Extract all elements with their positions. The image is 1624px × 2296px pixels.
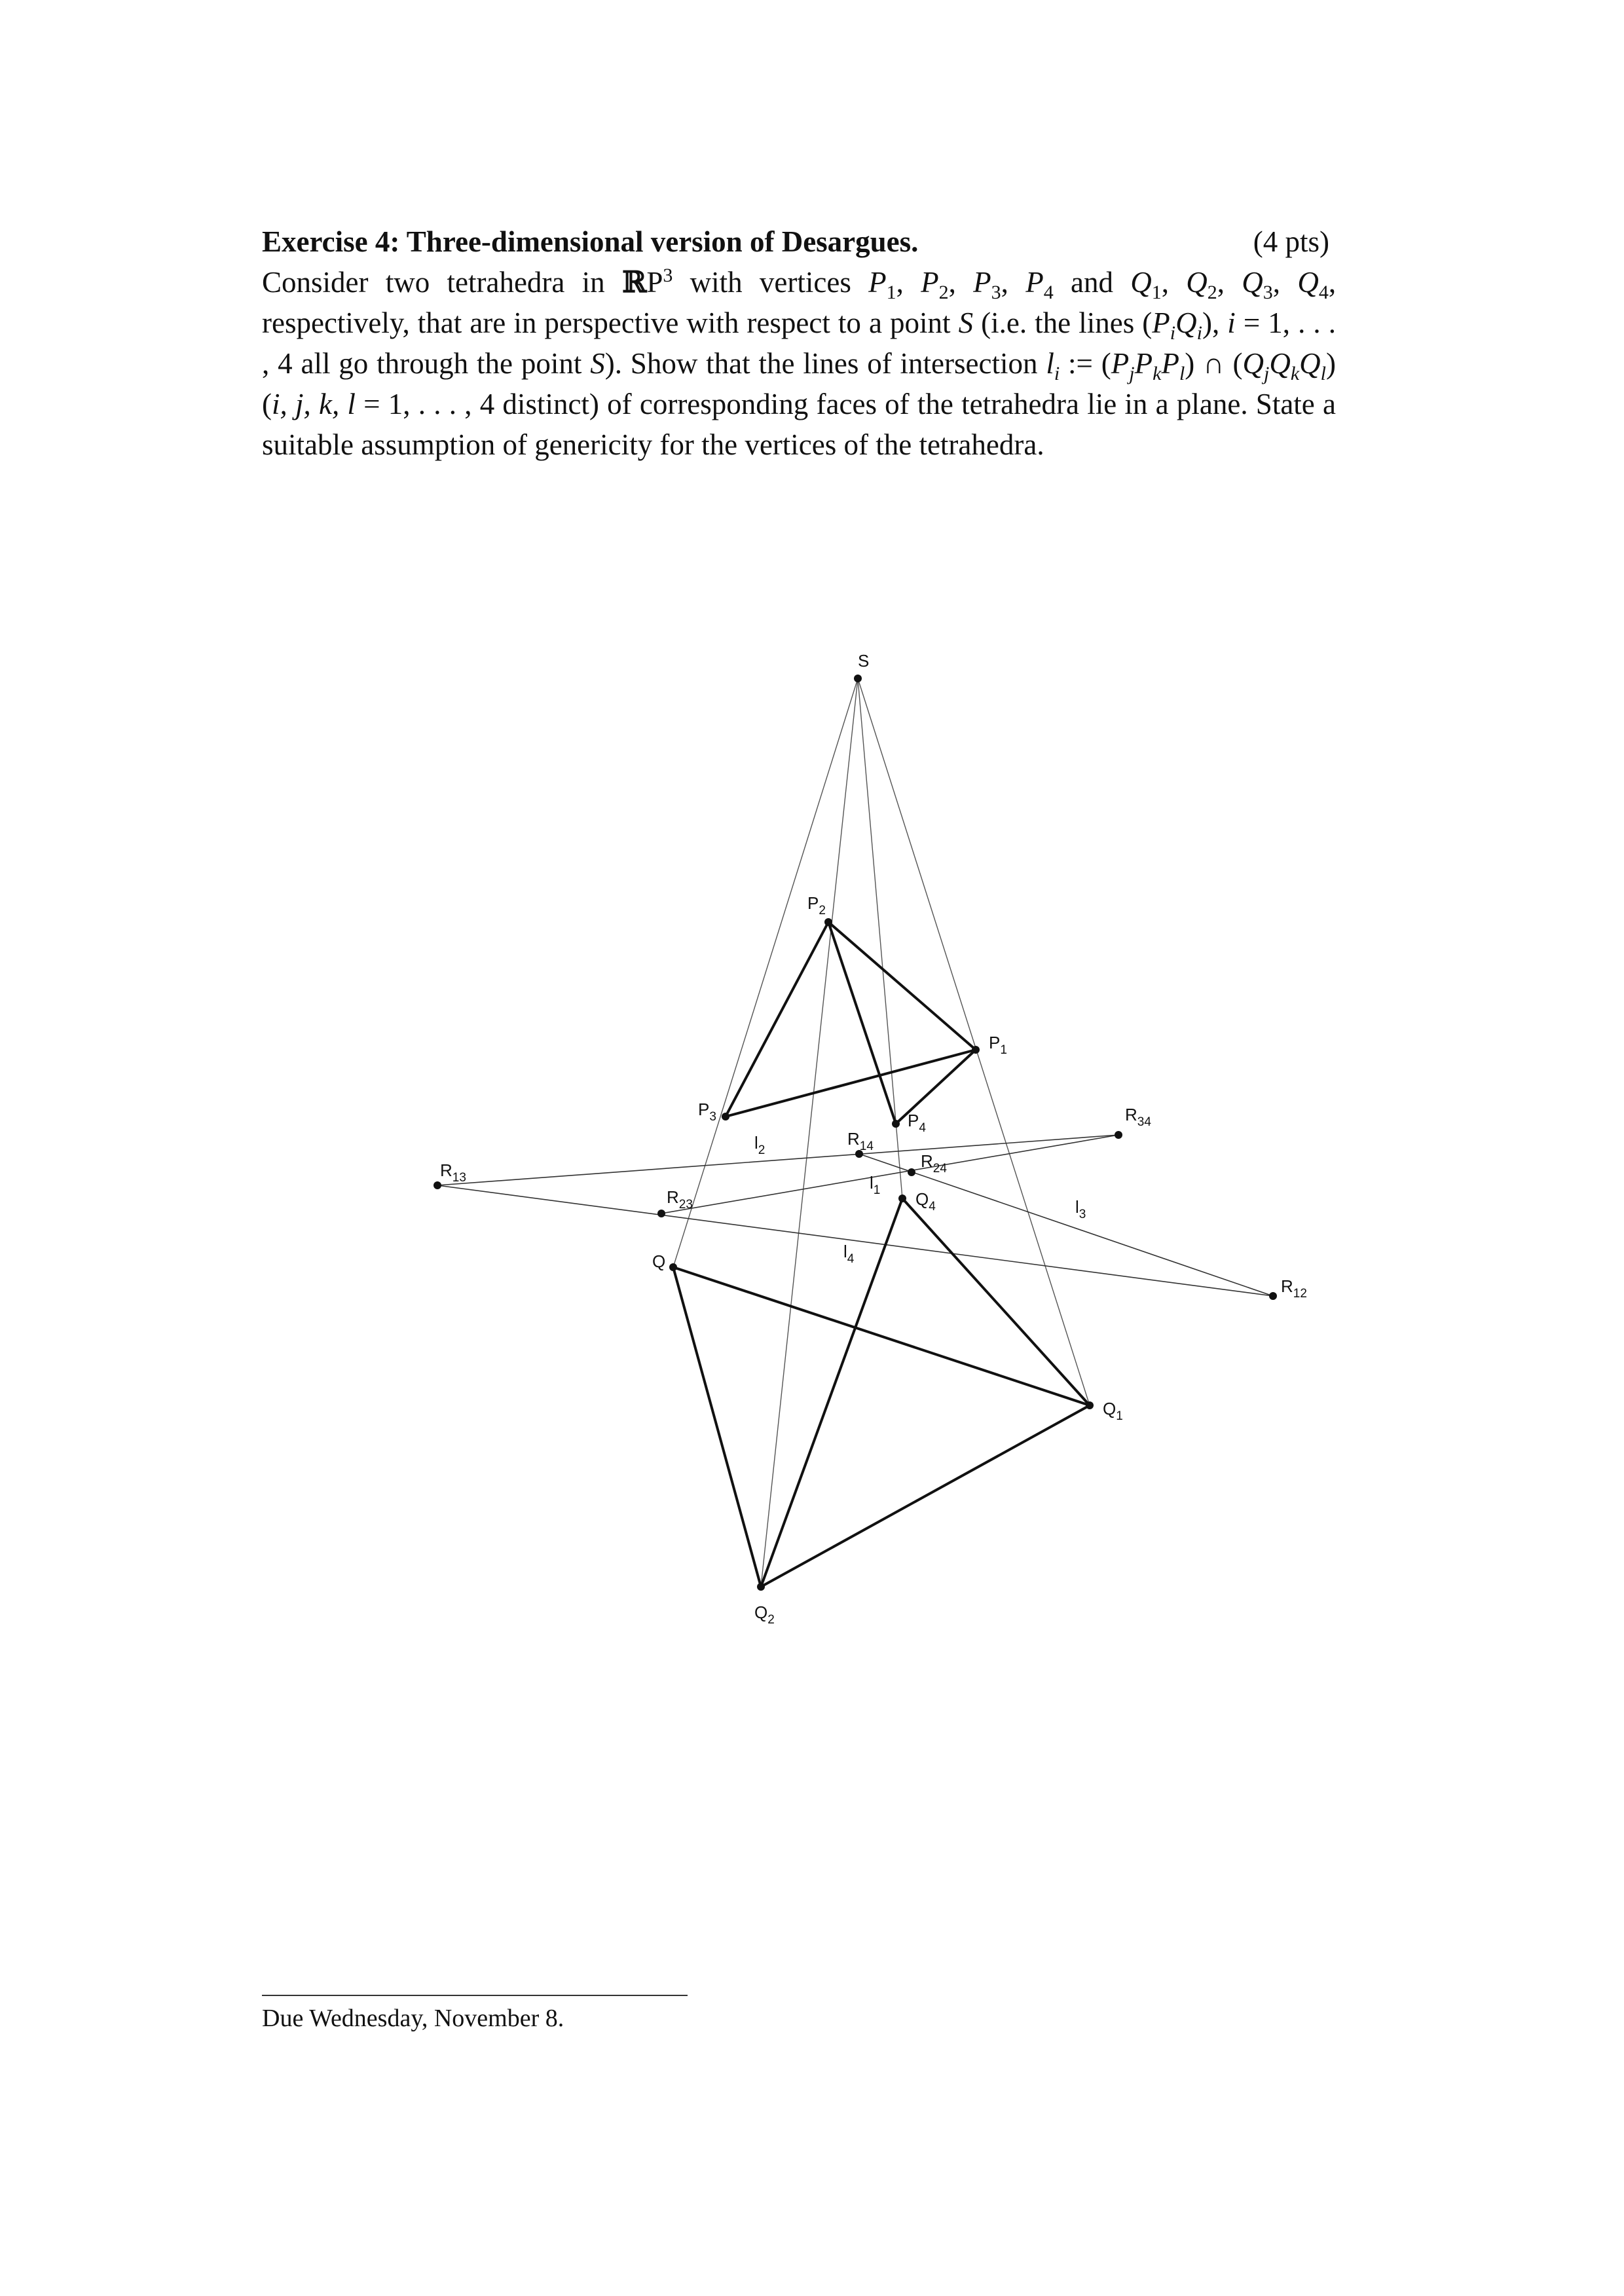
edge-q1-q4 [901, 1197, 1091, 1407]
exercise-statement: Consider two tetrahedra in ℝP3 with vert… [262, 265, 1337, 461]
edge-p2-p4 [827, 921, 897, 1125]
edge-q1-q3 [672, 1266, 1091, 1407]
vertex-point-r12 [1269, 1292, 1277, 1300]
exercise-heading: Exercise 4: Three-dimensional version of… [262, 221, 1336, 262]
due-date-footnote: Due Wednesday, November 8. [262, 2005, 564, 2032]
tetrahedron-p [724, 921, 977, 1125]
projection-line-q4 [857, 678, 903, 1199]
intersection-line-r23-r34 [661, 1134, 1119, 1214]
vertex-label-s: S [858, 651, 869, 671]
vertex-point-r13 [434, 1181, 441, 1189]
vertex-point-r34 [1115, 1131, 1122, 1139]
projection-line-q1 [857, 678, 1090, 1406]
vertex-label-q3: Q [652, 1251, 665, 1271]
edge-q2-q3 [672, 1266, 762, 1588]
vertex-label-p2: P2 [807, 893, 826, 917]
vertex-point-q3 [669, 1263, 677, 1271]
vertex-point-r23 [657, 1210, 665, 1217]
footnote-rule [262, 1995, 688, 1996]
line-label-l2: l2 [754, 1133, 765, 1157]
tetrahedron-q [672, 1197, 1091, 1588]
vertex-point-q2 [757, 1583, 765, 1591]
projection-line-q2 [760, 678, 858, 1587]
edge-p2-p3 [724, 921, 830, 1118]
edge-q1-q2 [760, 1404, 1091, 1588]
intersection-line-r13-r12 [437, 1185, 1274, 1297]
exercise-points: (4 pts) [1253, 225, 1329, 258]
vertex-label-p4: P4 [908, 1111, 926, 1135]
vertex-point-r14 [855, 1150, 863, 1158]
vertex-label-q1: Q1 [1103, 1399, 1123, 1423]
edge-p1-p4 [895, 1048, 977, 1125]
intersection-lines [437, 1134, 1274, 1297]
exercise-title: Exercise 4: Three-dimensional version of… [262, 225, 919, 258]
vertex-label-r24: R24 [921, 1151, 947, 1176]
intersection-line-r14-r12 [858, 1153, 1274, 1297]
vertex-point-p4 [892, 1120, 900, 1128]
line-label-l4: l4 [843, 1242, 855, 1266]
vertex-label-q4: Q4 [915, 1189, 936, 1213]
vertex-point-q4 [898, 1194, 906, 1202]
projection-lines [673, 678, 1090, 1587]
vertex-label-r12: R12 [1281, 1276, 1307, 1301]
vertex-label-p3: P3 [698, 1100, 716, 1124]
vertex-label-r13: R13 [440, 1160, 466, 1185]
vertex-point-q1 [1086, 1401, 1094, 1409]
vertex-label-p1: P1 [989, 1033, 1007, 1057]
edge-q2-q4 [760, 1197, 904, 1588]
vertex-label-q2: Q2 [754, 1602, 775, 1627]
edge-p1-p2 [827, 921, 977, 1051]
vertex-point-r24 [908, 1168, 915, 1176]
vertex-point-s [854, 675, 862, 682]
vertex-point-p2 [824, 918, 832, 926]
edge-p1-p3 [724, 1048, 977, 1118]
vertex-label-r34: R34 [1125, 1105, 1151, 1129]
vertex-label-r14: R14 [847, 1129, 874, 1153]
vertex-label-r23: R23 [667, 1187, 693, 1212]
vertex-point-p3 [722, 1113, 729, 1120]
vertex-point-p1 [972, 1046, 980, 1054]
line-label-l3: l3 [1075, 1197, 1086, 1221]
projection-line-q3 [673, 678, 858, 1268]
intersection-line-r13-r34 [437, 1134, 1119, 1186]
exercise-4: Exercise 4: Three-dimensional version of… [262, 221, 1336, 465]
vertex-points [434, 675, 1277, 1591]
